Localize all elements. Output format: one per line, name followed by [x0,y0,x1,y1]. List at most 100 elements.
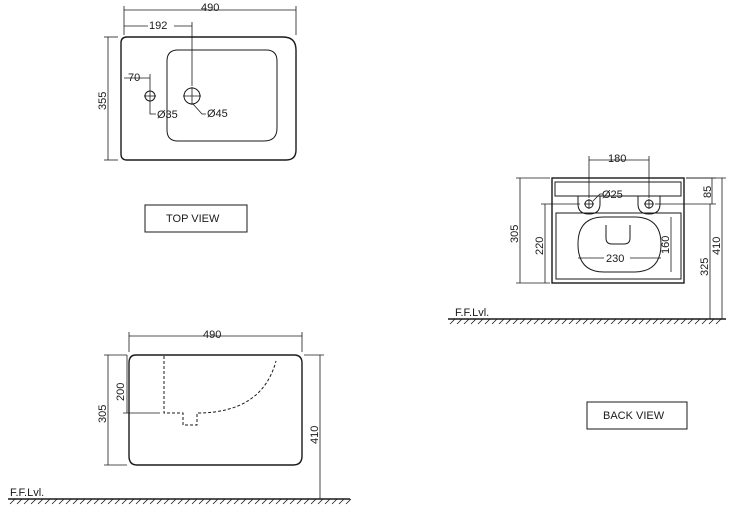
floor-hatch-mark [240,498,247,505]
floor-hatch-mark [198,498,205,505]
floor-hatch-mark [177,498,184,505]
floor-hatch-mark [128,498,135,505]
floor-hatch-mark [659,318,666,325]
floor-hatch-mark [289,498,296,505]
floor-hatch-mark [142,498,149,505]
floor-hatch-mark [456,318,463,325]
top-view-label-box [144,204,248,233]
floor-hatch-mark [449,318,456,325]
floor-hatch-mark [37,498,44,505]
side-view-bowl-hidden [163,356,277,426]
floor-hatch-mark [149,498,156,505]
floor-hatch-mark [191,498,198,505]
back-view-floor-dim: 410 [711,237,723,255]
floor-hatch-mark [44,498,51,505]
floor-hatch-mark [345,498,352,505]
floor-hatch-mark [617,318,624,325]
floor-hatch-mark [16,498,23,505]
floor-hatch-mark [135,498,142,505]
floor-hatch-mark [275,498,282,505]
floor-hatch-mark [100,498,107,505]
floor-hatch-mark [79,498,86,505]
back-view: 180 Ø25 85 305 220 160 230 325 410 [448,153,726,430]
top-view-edge-dim: 70 [128,72,140,84]
floor-hatch-mark [163,498,170,505]
top-view-hole-large-dim: Ø45 [207,108,228,120]
top-view: 490 192 355 70 Ø35 Ø45 TOP VIEW [97,2,297,233]
floor-hatch-mark [30,498,37,505]
back-view-top-offset-dim: 85 [702,186,714,198]
floor-hatch-mark [575,318,582,325]
floor-hatch-mark [51,498,58,505]
floor-hatch-mark [715,318,722,325]
floor-hatch-mark [547,318,554,325]
back-view-bowl [577,216,662,273]
floor-hatch-mark [247,498,254,505]
floor-hatch-mark [317,498,324,505]
floor-hatch-mark [261,498,268,505]
back-view-outline [551,177,685,284]
floor-hatch-mark [107,498,114,505]
floor-hatch-mark [463,318,470,325]
back-view-inner-dim: 220 [534,237,546,255]
back-view-label: BACK VIEW [603,410,665,422]
side-view-inner-dim: 200 [115,383,127,401]
floor-hatch-mark [303,498,310,505]
back-view-bowl-width-dim: 230 [606,253,624,265]
floor-hatch-mark [540,318,547,325]
floor-hatch-mark [484,318,491,325]
floor-hatch-mark [533,318,540,325]
floor-hatch-mark [554,318,561,325]
floor-hatch-mark [86,498,93,505]
floor-hatch-mark [65,498,72,505]
floor-hatch-mark [470,318,477,325]
floor-hatch-mark [498,318,505,325]
floor-hatch-mark [568,318,575,325]
floor-hatch-mark [58,498,65,505]
floor-hatch-mark [268,498,275,505]
floor-hatch-mark [519,318,526,325]
floor-hatch-mark [491,318,498,325]
floor-hatch-mark [233,498,240,505]
side-view-height-dim: 305 [97,405,109,423]
floor-hatch-mark [477,318,484,325]
floor-hatch-mark [184,498,191,505]
floor-hatch-mark [582,318,589,325]
floor-hatch-mark [296,498,303,505]
floor-hatch-mark [603,318,610,325]
floor-hatch-mark [212,498,219,505]
floor-hatch-mark [561,318,568,325]
back-view-hole-dim: Ø25 [602,189,623,201]
side-view-width-dim: 490 [203,329,221,341]
floor-hatch-mark [114,498,121,505]
back-view-height-dim: 305 [509,225,521,243]
floor-hatch-mark [9,498,16,505]
back-view-bowl-height-dim: 160 [660,236,672,254]
top-view-width-dim: 490 [201,2,219,14]
floor-hatch-mark [170,498,177,505]
back-view-hole-boss-left [577,195,601,215]
floor-hatch-mark [652,318,659,325]
floor-hatch-mark [219,498,226,505]
floor-hatch-mark [121,498,128,505]
floor-hatch-mark [512,318,519,325]
floor-hatch-mark [694,318,701,325]
floor-hatch-mark [631,318,638,325]
floor-hatch-mark [156,498,163,505]
floor-hatch-mark [331,498,338,505]
back-view-floor-label: F.F.Lvl. [455,307,489,319]
floor-hatch-mark [680,318,687,325]
top-view-bowl [166,49,278,142]
floor-hatch-mark [226,498,233,505]
floor-hatch-mark [72,498,79,505]
back-view-outlet [605,225,631,245]
back-view-mount-dim: 325 [699,258,711,276]
floor-hatch-mark [324,498,331,505]
top-view-offset-dim: 192 [149,20,167,32]
top-view-outline [120,36,297,161]
floor-hatch-mark [526,318,533,325]
floor-hatch-mark [624,318,631,325]
back-view-top-slot [554,181,682,197]
back-view-label-box [586,401,688,430]
